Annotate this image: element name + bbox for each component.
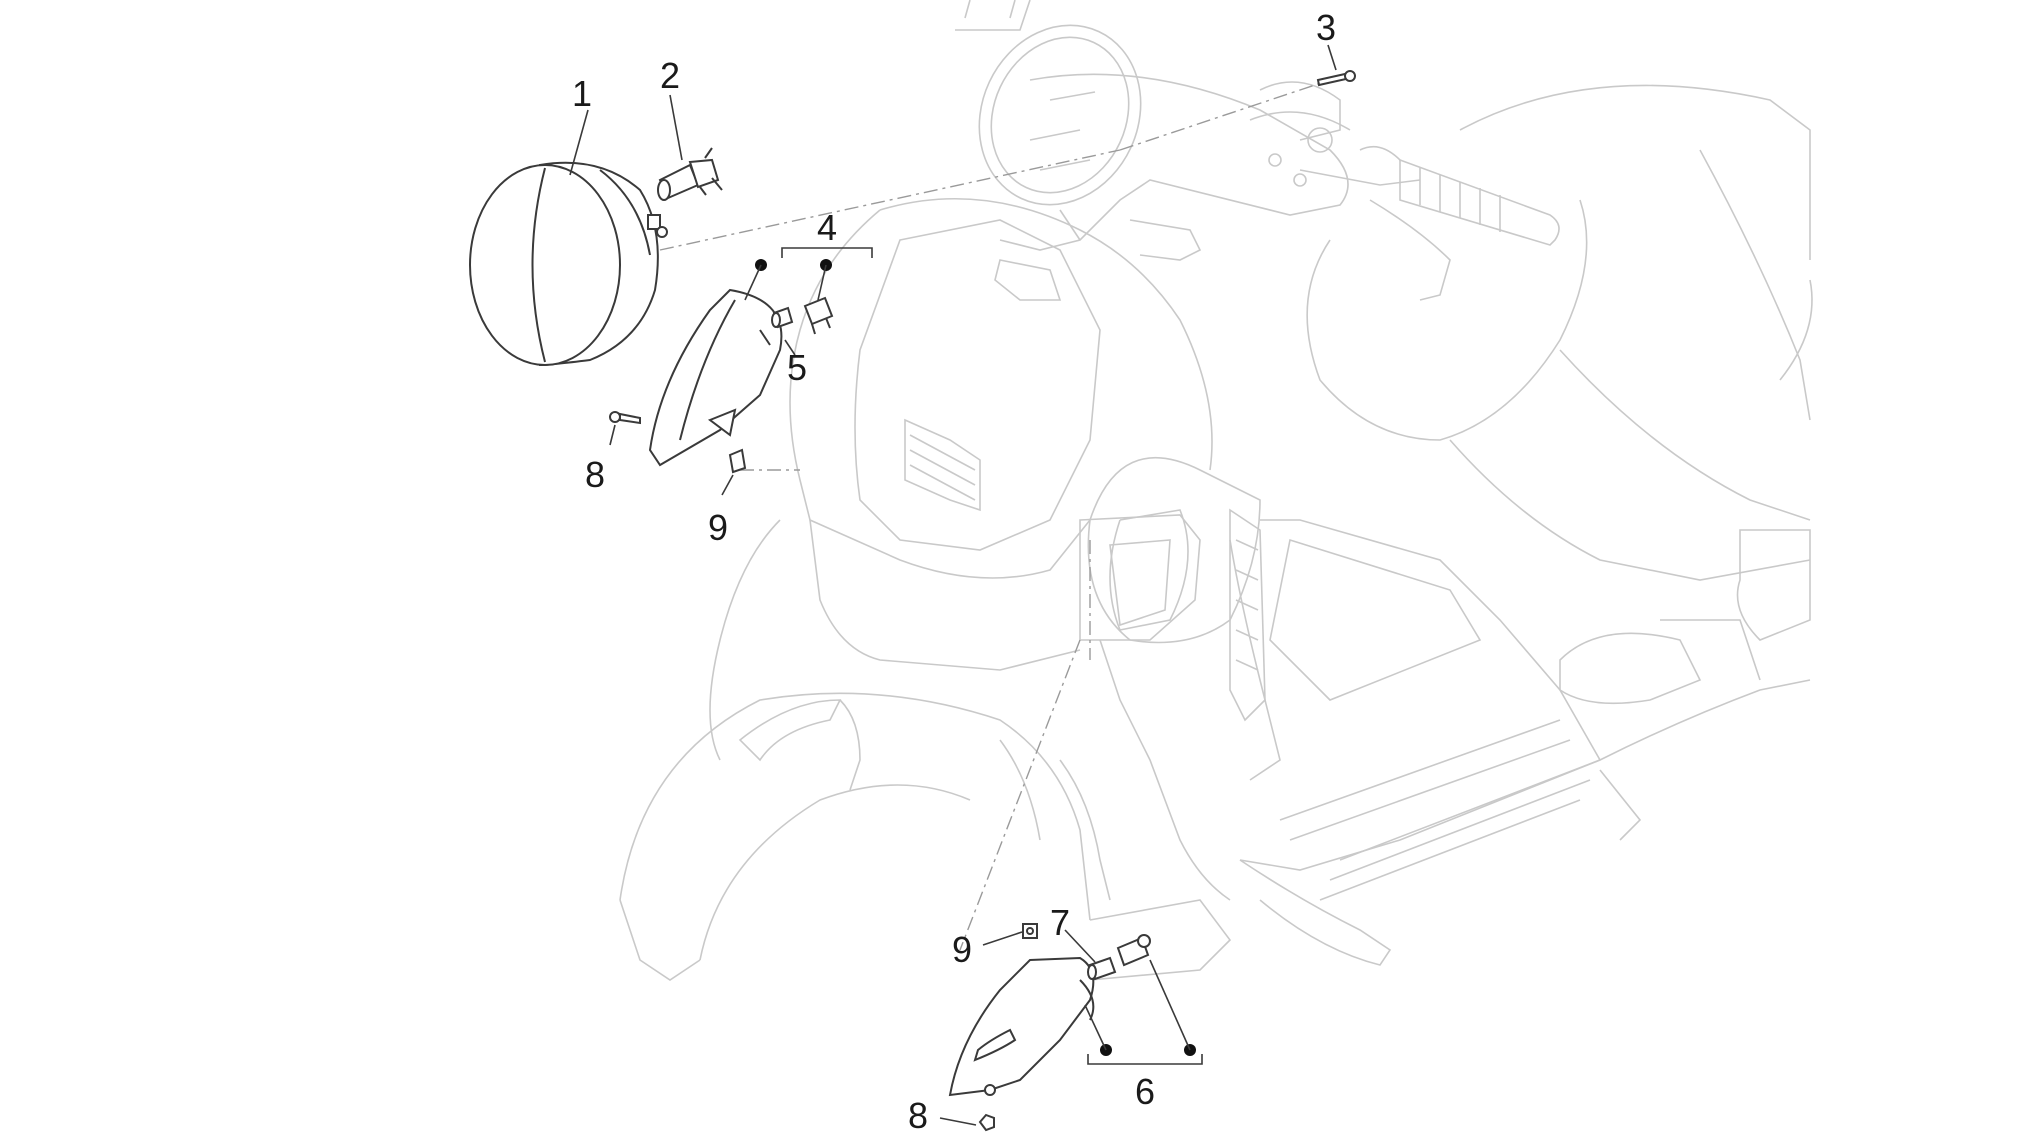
headlamp-bulb (657, 147, 723, 201)
callout-1: 1 (572, 73, 592, 114)
leader-lines (569, 44, 1337, 1126)
callout-3: 3 (1316, 7, 1336, 48)
callout-4: 4 (817, 207, 837, 248)
bracket-group-6 (1084, 959, 1203, 1065)
callout-5: 5 (787, 347, 807, 388)
indicator-bulb-upper (771, 296, 834, 335)
screw-top (1316, 70, 1356, 87)
front-indicator-lower (948, 956, 1095, 1097)
screw-lower (978, 1113, 995, 1132)
screw-upper (609, 411, 641, 425)
indicator-bulb-lower (1087, 934, 1151, 981)
scooter-body-outline (619, 0, 1813, 981)
callout-8-upper: 8 (585, 454, 605, 495)
callout-6: 6 (1135, 1071, 1155, 1112)
bracket-group-4 (744, 247, 873, 301)
callout-7: 7 (1050, 902, 1070, 943)
callout-2: 2 (660, 55, 680, 96)
headlamp-unit (469, 161, 668, 367)
callout-numbers: 1 2 3 4 5 8 9 7 9 6 8 (572, 7, 1336, 1136)
clip-upper (728, 448, 747, 474)
callout-9-lower: 9 (952, 929, 972, 970)
front-indicator-upper (648, 288, 783, 467)
callout-9-upper: 9 (708, 507, 728, 548)
clip-lower (1022, 923, 1038, 939)
callout-8-lower: 8 (908, 1095, 928, 1136)
